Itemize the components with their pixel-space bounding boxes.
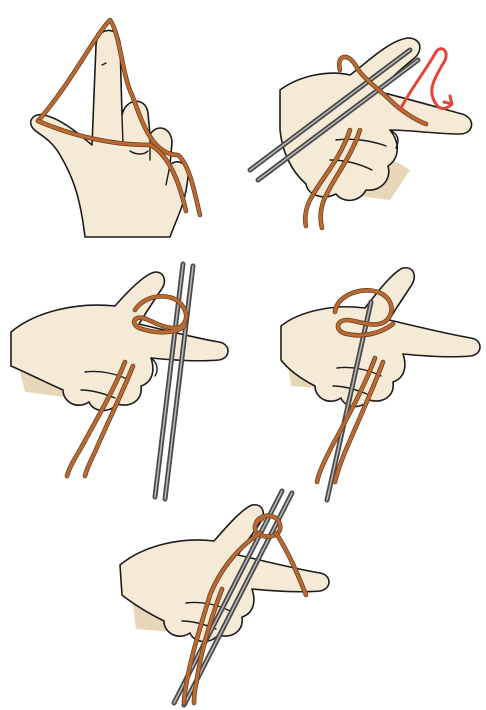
step-5-illustration [110, 485, 350, 707]
step-3-illustration [5, 262, 235, 507]
step-1-illustration [10, 5, 210, 240]
step-2-illustration [240, 30, 480, 230]
step-4-illustration [275, 262, 485, 507]
